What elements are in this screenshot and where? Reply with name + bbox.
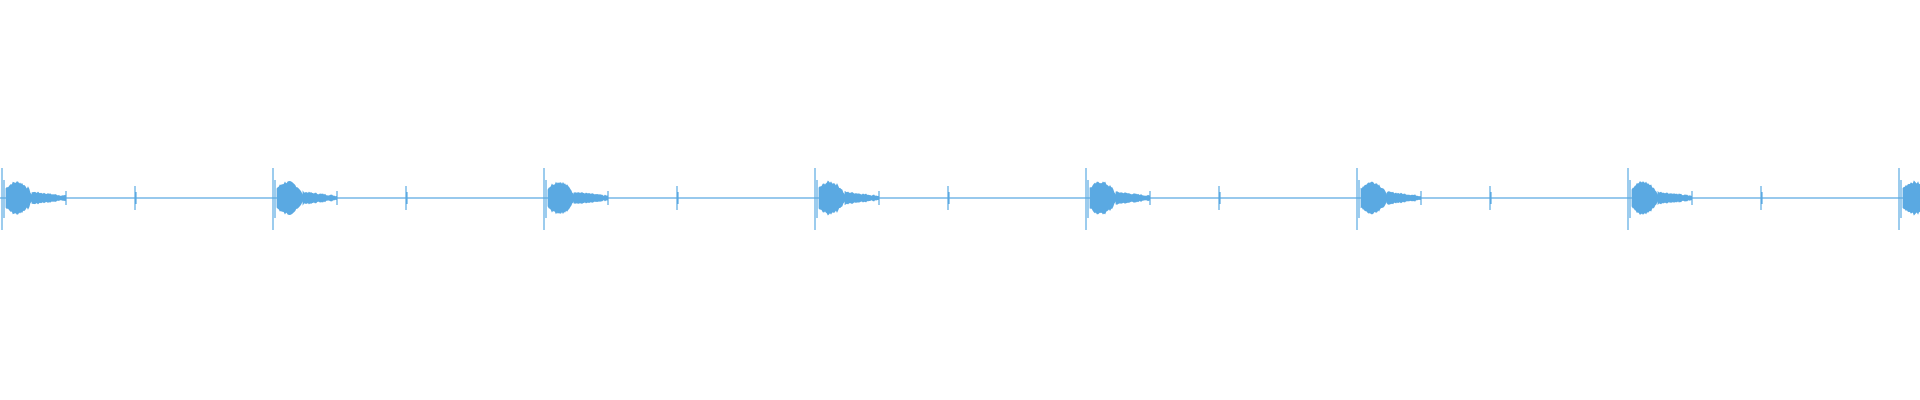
burst-body-7 bbox=[1902, 180, 1920, 216]
burst-body-2 bbox=[547, 181, 575, 215]
burst-body-0 bbox=[5, 181, 33, 215]
burst-tail-2 bbox=[573, 192, 609, 204]
burst-body-5 bbox=[1360, 181, 1388, 215]
burst-body-3 bbox=[818, 180, 846, 216]
burst-body-1 bbox=[276, 180, 304, 216]
burst-tail-3 bbox=[844, 190, 880, 206]
burst-tail-4 bbox=[1115, 191, 1151, 205]
burst-tail-5 bbox=[1386, 191, 1422, 205]
waveform-segments bbox=[1, 168, 1920, 230]
burst-tail-6 bbox=[1657, 190, 1693, 206]
burst-tail-1 bbox=[302, 190, 338, 206]
burst-tail-0 bbox=[31, 191, 67, 205]
burst-body-6 bbox=[1631, 181, 1659, 215]
burst-body-4 bbox=[1089, 181, 1117, 215]
